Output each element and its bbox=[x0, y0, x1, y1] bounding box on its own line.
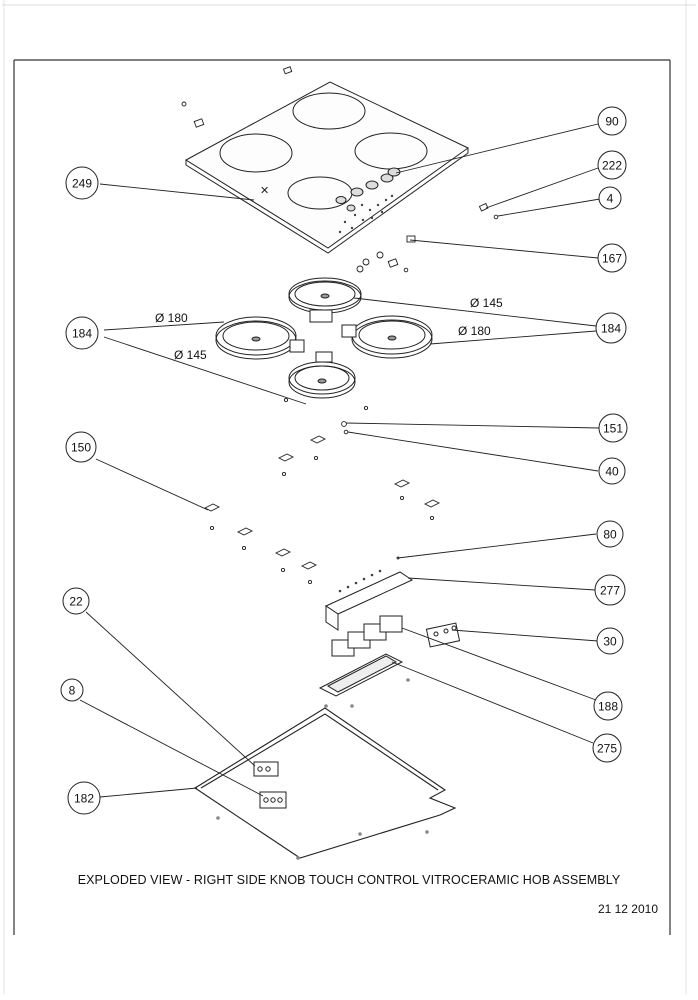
callout-184-left: 184 bbox=[65, 316, 99, 350]
callout-184-right: 184 bbox=[595, 312, 627, 344]
callouts: 90 222 4 249 167 184 184 151 150 40 80 2… bbox=[60, 106, 628, 815]
callout-30: 30 bbox=[596, 627, 624, 655]
callout-80-label: 80 bbox=[603, 528, 617, 542]
callout-249-label: 249 bbox=[72, 177, 92, 191]
callout-150: 150 bbox=[65, 431, 97, 463]
svg-text:✕: ✕ bbox=[260, 185, 269, 197]
callout-30-label: 30 bbox=[603, 635, 617, 649]
callout-222: 222 bbox=[597, 150, 627, 180]
callout-8-label: 8 bbox=[69, 684, 76, 698]
energy-regulators-188 bbox=[331, 615, 403, 657]
terminal-block-8 bbox=[259, 791, 287, 809]
callout-275: 275 bbox=[592, 733, 622, 763]
callout-40-label: 40 bbox=[605, 465, 619, 479]
callout-22: 22 bbox=[62, 587, 90, 615]
diameter-labels: Ø 180 Ø 145 Ø 145 Ø 180 bbox=[155, 296, 503, 362]
callout-167: 167 bbox=[597, 243, 627, 273]
callout-90-label: 90 bbox=[605, 115, 619, 129]
callout-90: 90 bbox=[597, 106, 627, 136]
dimension-145-right: Ø 145 bbox=[470, 296, 503, 310]
bottom-pan-182 bbox=[193, 678, 457, 860]
callout-151: 151 bbox=[598, 413, 628, 443]
callout-4: 4 bbox=[598, 186, 622, 210]
callout-277-label: 277 bbox=[600, 584, 620, 598]
drawing-caption: EXPLODED VIEW - RIGHT SIDE KNOB TOUCH CO… bbox=[77, 873, 621, 887]
callout-222-label: 222 bbox=[602, 159, 622, 173]
callout-188-label: 188 bbox=[598, 700, 618, 714]
callout-8: 8 bbox=[60, 678, 84, 702]
cable-block-22 bbox=[253, 761, 279, 777]
callout-182-label: 182 bbox=[74, 792, 94, 806]
channel-275 bbox=[318, 653, 404, 697]
callout-167-label: 167 bbox=[602, 252, 622, 266]
callout-188: 188 bbox=[593, 691, 623, 721]
dimension-180-right: Ø 180 bbox=[458, 324, 491, 338]
dimension-180-left: Ø 180 bbox=[155, 311, 188, 325]
callout-249: 249 bbox=[65, 166, 99, 200]
small-clips-top bbox=[181, 66, 499, 273]
fixing-brackets bbox=[203, 397, 441, 585]
heating-elements-184 bbox=[215, 277, 433, 399]
radiant-element-left bbox=[215, 316, 305, 360]
radiant-element-front bbox=[288, 351, 356, 399]
callout-184-right-label: 184 bbox=[601, 322, 621, 336]
dimension-145-left: Ø 145 bbox=[174, 348, 207, 362]
callout-151-label: 151 bbox=[603, 422, 623, 436]
callout-182: 182 bbox=[67, 781, 101, 815]
callout-184-left-label: 184 bbox=[72, 327, 92, 341]
callout-22-label: 22 bbox=[69, 595, 83, 609]
glass-cooktop-249: ✕ bbox=[185, 81, 469, 254]
leader-lines bbox=[79, 123, 601, 798]
callout-275-label: 275 bbox=[597, 742, 617, 756]
radiant-element-right bbox=[341, 315, 433, 359]
radiant-element-rear bbox=[288, 277, 362, 323]
dot-pattern bbox=[338, 194, 394, 234]
drawing-date: 21 12 2010 bbox=[597, 902, 658, 916]
control-bracket-277 bbox=[324, 556, 414, 631]
callout-277: 277 bbox=[594, 574, 626, 606]
callout-40: 40 bbox=[598, 457, 626, 485]
callout-80: 80 bbox=[596, 520, 624, 548]
callout-150-label: 150 bbox=[71, 441, 91, 455]
callout-4-label: 4 bbox=[607, 192, 614, 206]
